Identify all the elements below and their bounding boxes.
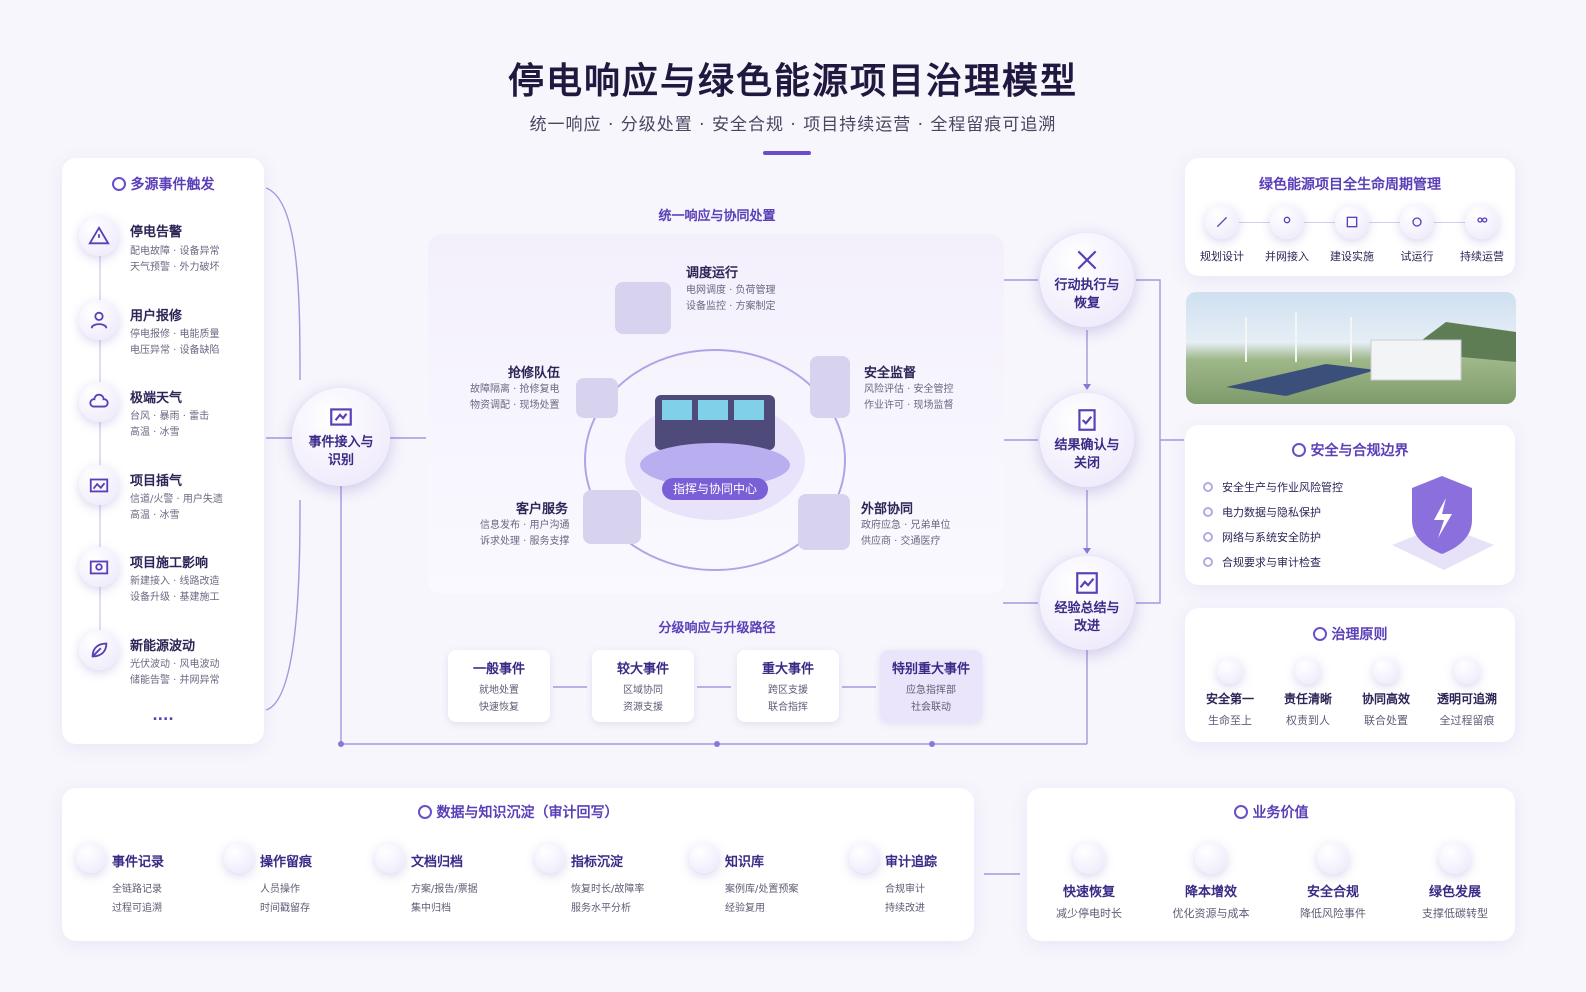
escalation-title: 分级响应与升级路径 (658, 621, 776, 636)
safety-icon (1217, 658, 1243, 684)
escalation-level: 重大事件跨区支援联合指挥 (737, 650, 839, 722)
leaf-icon (79, 630, 119, 670)
database-icon (417, 805, 432, 819)
data-knowledge-title: 数据与知识沉淀（审计回写） (62, 802, 974, 822)
business-value-panel (1027, 788, 1515, 941)
trigger-name: 极端天气 (130, 391, 183, 406)
trace-icon (224, 843, 254, 873)
checklist-icon (1078, 409, 1096, 431)
lifecycle-title: 绿色能源项目全生命周期管理 (1259, 177, 1441, 193)
escalation-level: 较大事件区域协同资源支援 (592, 650, 694, 722)
solar-wind-illustration (1226, 312, 1516, 396)
command-center-label: 指挥与协同中心 (662, 478, 768, 500)
map-icon (79, 547, 119, 587)
trigger-name: 用户报修 (130, 309, 183, 324)
design-icon (1205, 205, 1239, 239)
page-subtitle: 统一响应 · 分级处置 · 安全合规 · 项目持续运营 · 全程留痕可追溯 (529, 115, 1057, 135)
user-icon (79, 300, 119, 340)
escalation-level: 特别重大事件应急指挥部社会联动 (880, 650, 982, 722)
knowledge-icon (689, 843, 719, 873)
trigger-panel-title: 多源事件触发 (62, 174, 264, 194)
trigger-name: 项目施工影响 (130, 556, 209, 571)
map-icon (330, 408, 352, 426)
role-name: 安全监督 (864, 366, 917, 381)
policy-icon (1312, 627, 1327, 641)
collaboration-icon (1373, 658, 1399, 684)
confirm-node: 结果确认与关闭 (1040, 393, 1134, 487)
intake-node: 事件接入与识别 (292, 388, 390, 486)
trigger-name: 项目插气 (130, 474, 183, 489)
target-icon (111, 177, 126, 191)
efficiency-icon (1195, 842, 1227, 874)
repair-team-figure (576, 378, 618, 418)
page-title: 停电响应与绿色能源项目治理模型 (507, 61, 1078, 102)
gear-icon (1400, 205, 1434, 239)
role-name: 调度运行 (686, 266, 739, 281)
title-underline (763, 151, 811, 155)
document-icon (375, 843, 405, 873)
tools-icon (1077, 250, 1097, 270)
map-icon (79, 465, 119, 505)
role-name: 客户服务 (516, 502, 569, 517)
shield-icon (1392, 476, 1494, 570)
escalation-level: 一般事件就地处置快速恢复 (448, 650, 550, 722)
center-title: 统一响应与协同处置 (658, 209, 776, 224)
record-icon (76, 843, 106, 873)
business-value-title: 业务价值 (1027, 802, 1515, 822)
metrics-icon (535, 843, 565, 873)
team-icon (1465, 205, 1499, 239)
audit-icon (849, 843, 879, 873)
value-icon (1233, 805, 1248, 819)
trigger-name: 新能源波动 (130, 639, 196, 654)
responsibility-icon (1295, 658, 1321, 684)
more-indicator: .... (152, 708, 174, 724)
action-node: 行动执行与恢复 (1040, 233, 1134, 327)
build-icon (1335, 205, 1369, 239)
renewable-energy-photo (1186, 292, 1516, 404)
review-node: 经验总结与改进 (1040, 556, 1134, 650)
shield-icon (1291, 443, 1306, 457)
principles-title: 治理原则 (1185, 624, 1515, 644)
dispatcher-figure (615, 282, 671, 334)
warning-icon (79, 216, 119, 256)
recovery-icon (1073, 842, 1105, 874)
safety-figure (810, 356, 850, 418)
service-figure (583, 490, 641, 544)
role-name: 外部协同 (861, 502, 914, 517)
data-knowledge-panel (62, 788, 974, 941)
cloud-icon (79, 382, 119, 422)
user-icon (1270, 205, 1304, 239)
trigger-name: 停电告警 (130, 225, 183, 240)
chart-icon (1076, 572, 1098, 594)
external-figure (798, 494, 850, 550)
shield-icon (1317, 842, 1349, 874)
leaf-icon (1439, 842, 1471, 874)
role-name: 抢修队伍 (508, 366, 561, 381)
boundary-title: 安全与合规边界 (1185, 440, 1515, 460)
transparency-icon (1454, 658, 1480, 684)
